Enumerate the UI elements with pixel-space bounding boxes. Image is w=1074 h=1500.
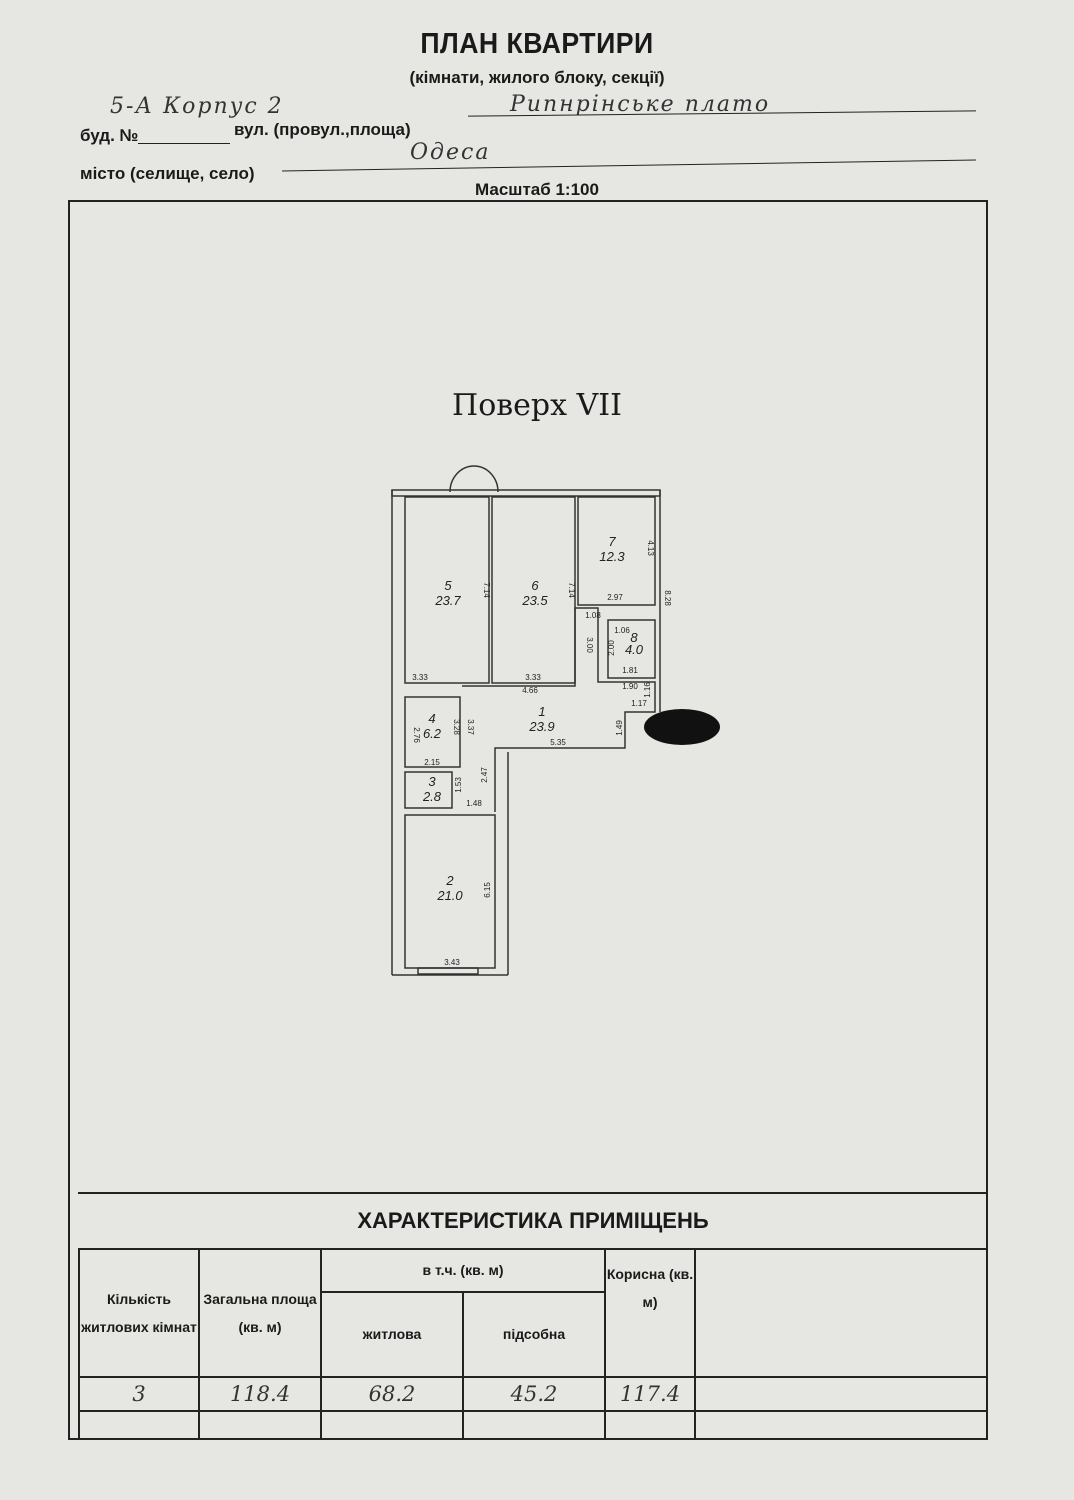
balcony-arc [449,465,499,493]
document-title: ПЛАН КВАРТИРИ [420,28,654,60]
dimension: 3.33 [412,673,428,682]
dimension: 1.48 [466,799,482,808]
building-number-value: 5-А Корпус 2 [110,94,284,119]
window-bottom [417,967,479,975]
building-label: буд. № [80,126,139,145]
dimension: 7.14 [567,582,576,598]
room-3-area: 2.8 [422,789,442,804]
characteristics-title: ХАРАКТЕРИСТИКА ПРИМІЩЕНЬ [78,1192,988,1250]
empty-cell [78,1410,200,1440]
value-rooms-count: 3 [78,1376,200,1412]
value-useful: 117.4 [604,1376,696,1412]
dimension: 3.33 [525,673,541,682]
building-line [138,143,230,144]
room-8-outline [607,619,656,679]
header-rooms-count: Кількість житлових кімнат [78,1248,200,1378]
header-useful: Корисна (кв. м) [604,1248,696,1378]
city-label: місто (селище, село) [80,164,255,183]
dimension: 7.14 [482,582,491,598]
room-7-area: 12.3 [599,549,625,564]
room-2-area: 21.0 [436,888,463,903]
redacted-blot [644,709,720,745]
dimension: 5.35 [550,738,566,747]
empty-cell [462,1410,606,1440]
room-5-area: 23.7 [434,593,461,608]
value-total-area: 118.4 [198,1376,322,1412]
room-4-outline [404,696,461,768]
room-8-number: 8 [630,630,638,645]
room-3-outline [404,771,453,809]
dimension: 1.90 [622,682,638,691]
room-7-outline [577,496,656,606]
empty-cell [694,1410,988,1440]
value-blank [694,1376,988,1412]
room-1-number: 1 [538,704,545,719]
dimension: 3.43 [444,958,460,967]
dimension: 2.15 [424,758,440,767]
empty-cell [320,1410,464,1440]
dimension: 3.28 [452,719,461,735]
dimension: 1.17 [631,699,647,708]
room-1-outline [462,607,656,812]
room-4-area: 6.2 [423,726,442,741]
dimension: 4.66 [522,686,538,695]
street-label: вул. (провул.,площа) [234,120,411,139]
dimension: 1.81 [622,666,638,675]
dimension: 2.76 [412,727,421,743]
characteristics-table: Кількість житлових кімнат Загальна площа… [78,1248,988,1440]
dimension: 2.00 [607,640,616,656]
empty-cell [604,1410,696,1440]
header-blank [694,1248,988,1378]
dimension: 1.49 [615,720,624,736]
value-auxiliary: 45.2 [462,1376,606,1412]
room-6-number: 6 [531,578,539,593]
empty-cell [198,1410,322,1440]
dimension: 3.00 [585,637,594,653]
outer-wall-top [391,489,661,497]
room-6-outline [491,496,576,684]
header-including: в т.ч. (кв. м) [320,1248,606,1293]
dimension: 4.13 [646,540,655,556]
room-6-area: 23.5 [521,593,548,608]
room-4-number: 4 [428,711,435,726]
dimension: 3.37 [466,719,475,735]
value-living: 68.2 [320,1376,464,1412]
header-living: житлова [320,1290,464,1379]
dimension: 1.06 [614,626,630,635]
document-subtitle: (кімнати, жилого блоку, секції) [409,68,665,87]
scale-label: Масштаб 1:100 [475,180,599,199]
room-1-area: 23.9 [528,719,554,734]
header-auxiliary: підсобна [462,1290,606,1379]
header-total-area: Загальна площа (кв. м) [198,1248,322,1378]
room-7-number: 7 [608,534,616,549]
dimension: 1.16 [643,682,652,698]
plan-frame [68,200,988,1440]
dimension: 6.15 [483,882,492,898]
dimension: 2.97 [607,593,623,602]
city-value: Одеса [410,140,491,165]
room-8-area: 4.0 [625,642,644,657]
dimension: 2.47 [480,767,489,783]
dimension: 1.53 [454,777,463,793]
room-3-number: 3 [428,774,436,789]
room-5-number: 5 [444,578,452,593]
floor-title: Поверх VII [452,388,622,423]
room-5-outline [404,496,490,684]
dimension: 1.08 [585,611,601,620]
dimension: 8.28 [663,590,672,606]
room-2-number: 2 [445,873,454,888]
street-value: Рипнрінське плато [510,92,771,117]
